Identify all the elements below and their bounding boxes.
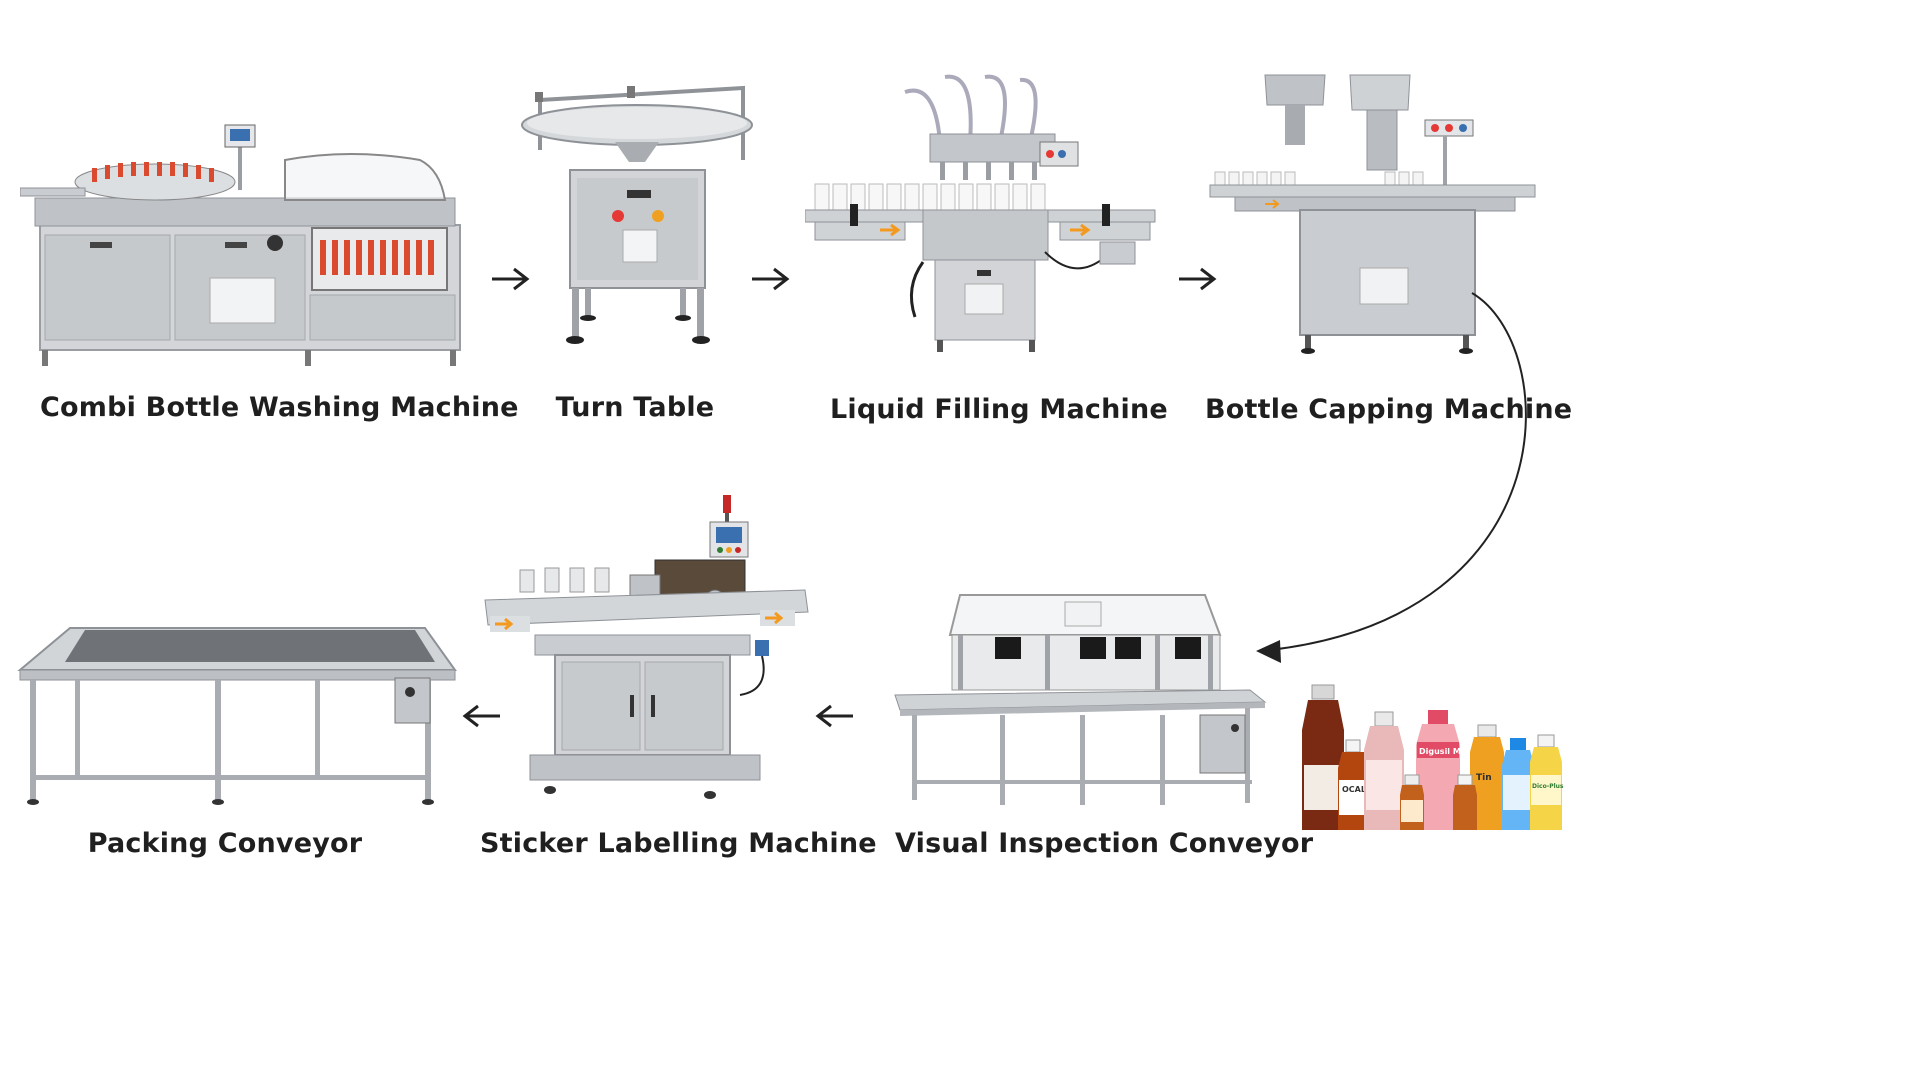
inspection-conveyor — [890, 590, 1270, 815]
step-label-packing: Packing Conveyor — [87, 828, 363, 859]
bottle-label-digusil: Digusil MPS — [1419, 747, 1473, 756]
bottle-washing-machine — [20, 120, 470, 370]
curved-arrow-icon — [1240, 285, 1550, 670]
liquid-filling-machine — [805, 72, 1160, 357]
arrow-right-icon — [750, 265, 792, 293]
bottle-capping-machine — [1205, 70, 1540, 360]
step-label-inspection: Visual Inspection Conveyor — [895, 828, 1314, 859]
arrow-left-icon — [460, 702, 502, 730]
step-label-washing: Combi Bottle Washing Machine — [40, 392, 519, 423]
step-label-turn-table: Turn Table — [555, 392, 715, 423]
arrow-right-icon — [1177, 265, 1219, 293]
step-label-filling: Liquid Filling Machine — [830, 394, 1168, 425]
arrow-left-icon — [813, 702, 855, 730]
bottle-label-dico: Dico-Plus — [1532, 783, 1564, 790]
turn-table — [515, 80, 760, 350]
step-label-labelling: Sticker Labelling Machine — [480, 828, 877, 859]
medicine-bottles: OCAL Digusil MPS Tin — [1300, 680, 1570, 840]
arrow-right-icon — [490, 265, 532, 293]
bottle-label-tin: Tin — [1476, 773, 1492, 783]
packing-conveyor — [15, 620, 465, 815]
step-label-capping: Bottle Capping Machine — [1205, 394, 1573, 425]
labelling-machine — [480, 490, 815, 805]
bottle-label-ocal: OCAL — [1342, 785, 1366, 794]
